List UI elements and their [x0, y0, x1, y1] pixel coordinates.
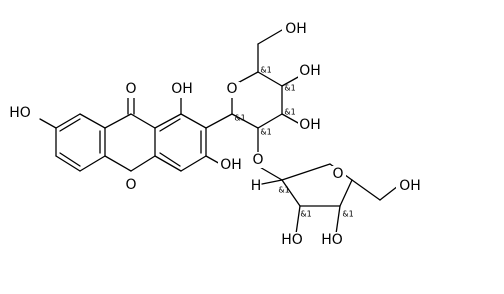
ho-label-c7: HO [9, 105, 31, 121]
glycosidic-oxygen-label: O [252, 152, 263, 168]
stereo-label-fur-c2: &1 [300, 210, 311, 219]
stereo-label-pyr-c3: &1 [284, 108, 295, 117]
oh-label-sugar-c4: OH [299, 63, 321, 79]
furanose-oxygen-label: O [332, 166, 343, 182]
anomeric-h-label: H [251, 178, 262, 194]
oh-label-furanose-ch2: OH [399, 178, 421, 194]
stereo-label-pyr-c2: &1 [260, 128, 271, 137]
oh-label-sugar-c3: OH [299, 117, 321, 133]
stereo-label-fur-c3: &1 [342, 210, 353, 219]
oh-label-primary: OH [285, 21, 307, 37]
atom-labels: O OH O HO OH O OH OH OH O O H HO HO OH [6, 21, 424, 248]
pyranose-oxygen-label: O [226, 81, 237, 97]
xanthone-core [39, 95, 223, 172]
oh-label-c1: OH [171, 81, 193, 97]
stereo-label-pyr-c4: &1 [284, 84, 295, 93]
stereo-label-fur-c1: &1 [278, 186, 289, 195]
stereo-label-pyr-c1: &1 [234, 114, 245, 123]
xanthene-oxygen-label: O [125, 177, 136, 193]
oh-label-c3: OH [220, 157, 242, 173]
ho-label-furanose-c3: HO [321, 232, 343, 248]
stereo-label-pyr-c5: &1 [260, 66, 271, 75]
ho-label-furanose-c2: HO [281, 232, 303, 248]
ketone-oxygen-label: O [125, 81, 136, 97]
stereo-labels: &1 &1 &1 &1 &1 &1 &1 &1 [234, 66, 353, 219]
